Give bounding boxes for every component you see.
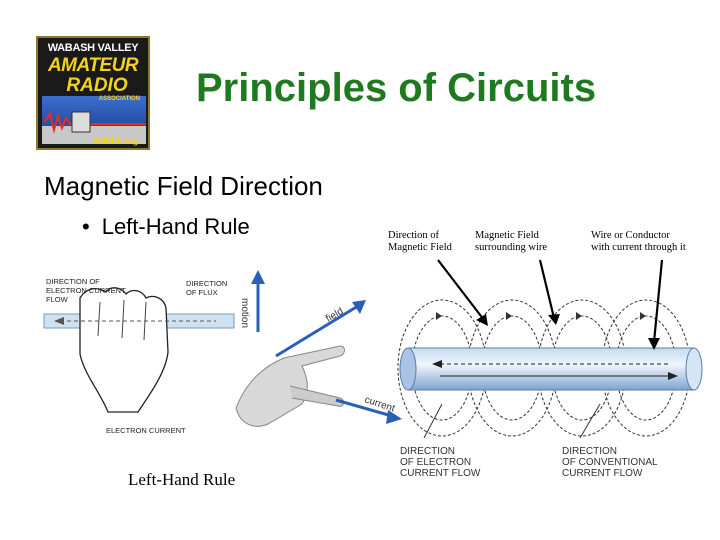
label2-line2: surrounding wire (475, 242, 548, 253)
bullet-item: • Left-Hand Rule (82, 214, 250, 240)
label-wire-or-conductor: Wire or Conductor with current through i… (591, 230, 686, 254)
slide-subtitle: Magnetic Field Direction (44, 171, 323, 201)
label1-line2: Magnetic Field (388, 242, 452, 253)
label-direction-of-magnetic-field: Direction of Magnetic Field (388, 230, 452, 254)
radio-wave-icon (43, 111, 146, 134)
label-pointer-arrows (437, 259, 664, 343)
logo-callsign: W9UUU.org (93, 137, 138, 146)
label-dir-flux-1: DIRECTION (186, 279, 227, 288)
bullet-text: Left-Hand Rule (101, 214, 250, 239)
label-electron-flow-3: CURRENT FLOW (400, 468, 481, 479)
label2-line1: Magnetic Field (475, 230, 539, 241)
conductor-field-diagram: DIRECTION OF ELECTRON CURRENT FLOW DIREC… (397, 259, 703, 479)
label-conventional-flow-1: DIRECTION (562, 446, 617, 457)
label-conventional-flow-2: OF CONVENTIONAL (562, 457, 658, 468)
label-electron-flow-1: DIRECTION (400, 446, 455, 457)
label3-line2: with current through it (591, 242, 686, 253)
conductor-cylinder (407, 347, 695, 391)
logo-line-3: RADIO (66, 75, 128, 96)
label-electron-flow-2: OF ELECTRON (400, 457, 471, 468)
label-conventional-flow-3: CURRENT FLOW (562, 468, 643, 479)
logo-line-1: WABASH VALLEY (47, 42, 139, 54)
logo-line-4: ASSOCIATION (98, 96, 140, 102)
figure-caption: Left-Hand Rule (128, 470, 236, 489)
label-electron-current: ELECTRON CURRENT (106, 426, 186, 435)
label-magnetic-field-surrounding-wire: Magnetic Field surrounding wire (475, 230, 547, 254)
logo-ground (42, 126, 146, 144)
left-hand-rule-figure: DIRECTION OF ELECTRON CURRENT FLOW DIREC… (43, 270, 402, 435)
label3-line1: Wire or Conductor (591, 230, 670, 241)
field-arrow (275, 304, 359, 358)
label-dir-flux-2: OF FLUX (186, 288, 218, 297)
label-dir-electron-current-2: ELECTRON CURRENT (46, 286, 126, 295)
label-dir-electron-current-3: FLOW (46, 295, 69, 304)
label-dir-electron-current-1: DIRECTION OF (46, 277, 100, 286)
label-motion: motion (239, 298, 250, 328)
label1-line1: Direction of (388, 230, 440, 241)
fist-drawing (79, 287, 169, 413)
current-arrow (335, 398, 393, 418)
logo-line-2: AMATEUR (47, 55, 139, 76)
slide-title: Principles of Circuits (196, 66, 597, 110)
bullet-marker: • (82, 214, 90, 239)
association-logo: WABASH VALLEY AMATEUR RADIO ASSOCIATION … (36, 36, 150, 150)
